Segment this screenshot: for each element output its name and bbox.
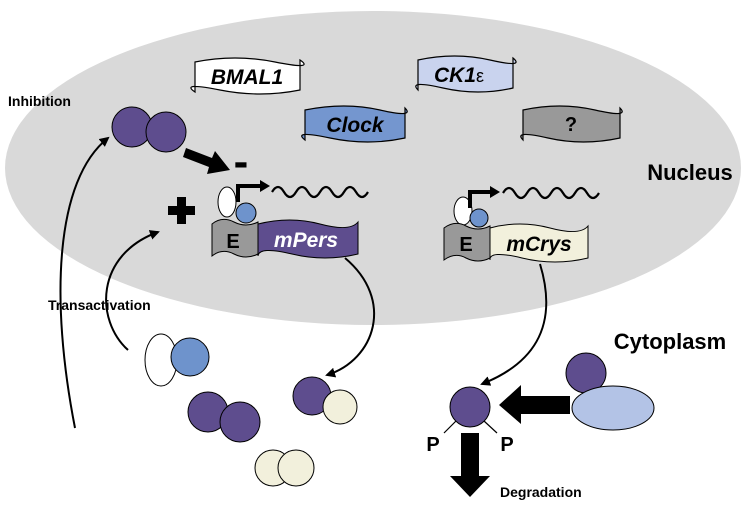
phospho-bond-left (443, 420, 457, 434)
mcrys-label: mCrys (506, 233, 571, 256)
e-box-1-label: E (226, 231, 239, 253)
cyto-bmal1-protein (170, 337, 210, 377)
minus-sign: - (234, 137, 249, 186)
ck1-label: CK1ε (434, 64, 484, 87)
degradation-label: Degradation (500, 484, 582, 500)
phospho-p-right: P (500, 434, 513, 456)
degradation-arrow (450, 433, 490, 497)
bmal1-banner: BMAL1 (190, 57, 305, 95)
inhibition-arrow (183, 148, 230, 174)
mpers-translation-arrow (325, 257, 376, 378)
kinase-arrow (499, 385, 570, 424)
per-cry-dimer-right (219, 401, 261, 443)
mrna-wave-2 (502, 186, 600, 200)
clock-protein-white (217, 186, 237, 218)
transactivation-label: Transactivation (48, 297, 151, 313)
cream-dimer-right (277, 449, 315, 487)
plus-sign (168, 197, 195, 224)
transcription-start-arrow-1 (236, 184, 262, 202)
bmal1-protein-blue (235, 202, 257, 224)
e-box-2-label: E (459, 234, 472, 256)
mrna-wave-1 (271, 185, 369, 199)
kinase-protein-lightblue (571, 385, 655, 431)
bmal1-protein-blue-2 (469, 208, 489, 228)
unknown-banner: ? (520, 105, 623, 143)
clock-banner: Clock (301, 105, 408, 143)
bmal1-label: BMAL1 (211, 66, 283, 89)
mcrys-gene-module: E mCrys (443, 186, 600, 263)
clock-label: Clock (326, 114, 385, 137)
phospho-bond-right (483, 420, 498, 434)
mcrys-banner (489, 223, 589, 263)
mpers-banner (257, 219, 359, 259)
transactivation-arrow (105, 230, 160, 351)
mpers-label: mPers (274, 229, 338, 252)
nucleus-label: Nucleus (647, 160, 733, 185)
phospho-p-left: P (426, 434, 439, 456)
phospho-protein (449, 386, 491, 428)
unknown-label: ? (565, 114, 577, 136)
mcrys-translation-arrow (480, 263, 548, 386)
nucleus-region (5, 11, 741, 325)
inhibition-complex-right (145, 111, 187, 153)
transcription-start-arrow-2 (468, 190, 492, 208)
inhibition-complex-left (111, 106, 153, 148)
inhibition-label: Inhibition (8, 93, 71, 109)
mpers-gene-module: E mPers (211, 180, 369, 259)
inhibition-feedback-arrow (59, 136, 110, 429)
ck1-banner: CK1ε (415, 55, 517, 93)
per-partner-cream (322, 389, 358, 425)
cytoplasm-label: Cytoplasm (614, 329, 726, 354)
